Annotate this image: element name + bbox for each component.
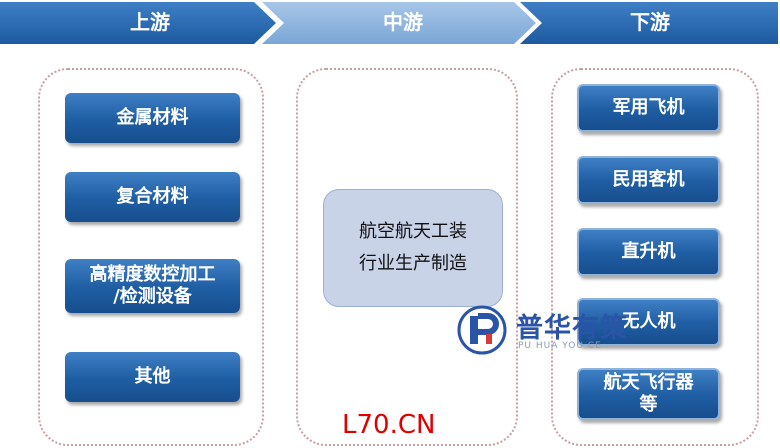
downstream-item-drone: 无人机	[577, 298, 720, 346]
downstream-title: 下游	[630, 10, 670, 34]
midstream-item-manufacturing: 航空航天工装 行业生产制造	[323, 189, 503, 307]
upstream-item-metal: 金属材料	[65, 93, 240, 143]
downstream-item-label: 军用飞机	[612, 97, 685, 118]
midstream-panel	[296, 68, 518, 446]
downstream-item-label: 航天飞行器 等	[603, 372, 694, 415]
downstream-item-label: 直升机	[621, 241, 676, 262]
midstream-item-label: 航空航天工装 行业生产制造	[359, 221, 467, 274]
site-watermark: L70.CN	[342, 410, 436, 440]
downstream-item-spacecraft: 航天飞行器 等	[577, 368, 720, 420]
midstream-title: 中游	[383, 10, 423, 34]
upstream-chevron	[0, 2, 276, 44]
downstream-item-airliner: 民用客机	[577, 156, 720, 204]
upstream-item-composite: 复合材料	[65, 172, 240, 222]
downstream-item-military-aircraft: 军用飞机	[577, 84, 720, 132]
downstream-item-label: 民用客机	[612, 169, 685, 190]
upstream-item-label: 高精度数控加工 /检测设备	[89, 264, 216, 307]
midstream-chevron	[262, 2, 536, 44]
upstream-item-label: 复合材料	[116, 186, 189, 207]
downstream-chevron	[520, 2, 778, 44]
logo-name: 普华有策	[516, 313, 628, 344]
logo-subtitle: PU HUA YOU CE	[518, 341, 602, 351]
puhua-logo-icon	[457, 305, 507, 355]
downstream-item-label: 无人机	[621, 311, 676, 332]
downstream-panel	[551, 68, 759, 446]
upstream-item-label: 金属材料	[116, 107, 189, 128]
upstream-item-other: 其他	[65, 352, 240, 402]
upstream-item-cnc-equipment: 高精度数控加工 /检测设备	[65, 259, 240, 313]
upstream-panel	[38, 68, 264, 446]
upstream-title: 上游	[130, 10, 170, 34]
stage-chevrons	[0, 2, 778, 44]
downstream-item-helicopter: 直升机	[577, 228, 720, 276]
upstream-item-label: 其他	[134, 366, 171, 387]
